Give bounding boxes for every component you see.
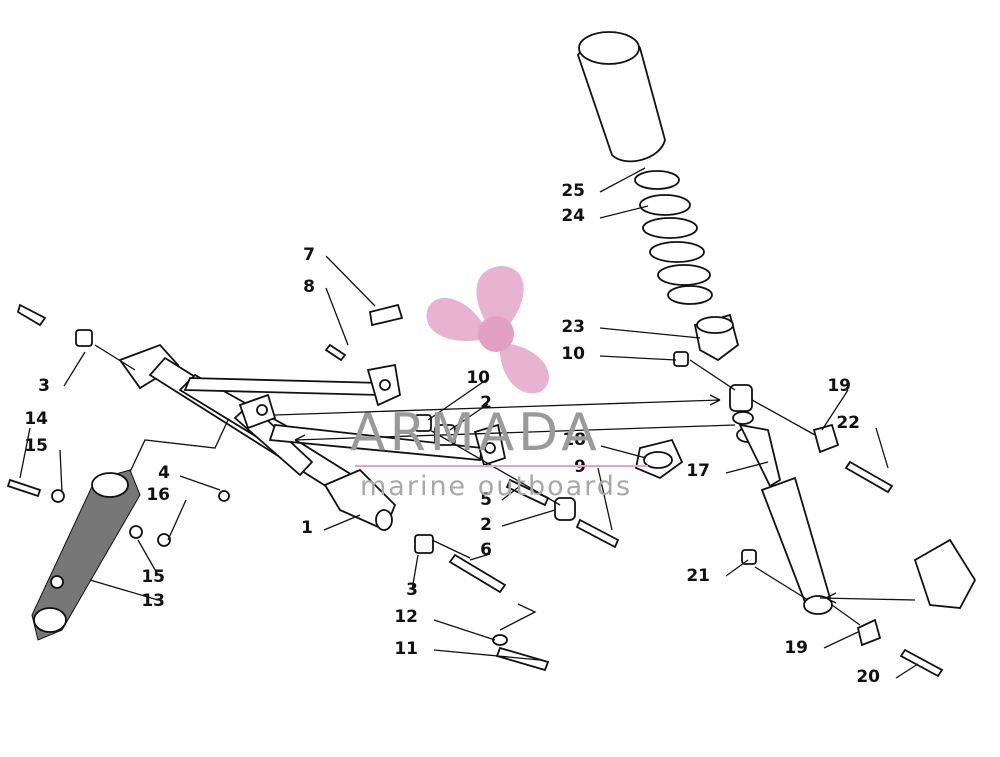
callout-c11: 11 bbox=[394, 639, 418, 659]
callout-c18: 18 bbox=[562, 430, 586, 450]
callout-c15b: 15 bbox=[141, 567, 165, 587]
watermark-subtitle: marine outboards bbox=[360, 471, 632, 502]
callout-c23: 23 bbox=[561, 317, 585, 337]
callout-c4: 4 bbox=[158, 463, 170, 483]
callout-c22: 22 bbox=[836, 413, 860, 433]
leader-line-c6 bbox=[469, 553, 491, 561]
leader-line-c10b bbox=[427, 379, 487, 421]
leader-line-c15a bbox=[59, 449, 63, 493]
leader-line-c20 bbox=[895, 663, 919, 679]
callout-c3a: 3 bbox=[38, 376, 50, 396]
leader-line-c24 bbox=[599, 205, 649, 219]
leader-line-c13 bbox=[89, 579, 159, 601]
frame-arm-assembly bbox=[16, 303, 507, 532]
shock-absorber bbox=[577, 31, 977, 678]
leader-line-c3a bbox=[63, 351, 86, 387]
leader-line-c14 bbox=[19, 427, 31, 479]
callout-c25: 25 bbox=[561, 181, 585, 201]
leader-line-c23 bbox=[599, 327, 701, 339]
callout-c19b: 19 bbox=[784, 638, 808, 658]
leader-line-c9 bbox=[597, 467, 613, 531]
callout-c24: 24 bbox=[561, 206, 585, 226]
hardware-parts bbox=[6, 329, 757, 672]
leader-line-c2b bbox=[501, 509, 556, 527]
callout-c8: 8 bbox=[303, 277, 315, 297]
callout-c12: 12 bbox=[394, 607, 418, 627]
callout-c2a: 2 bbox=[480, 393, 492, 413]
assembly-lines bbox=[94, 344, 916, 631]
leader-line-c15b bbox=[137, 539, 159, 576]
leader-line-c8 bbox=[325, 287, 349, 346]
leader-line-c21 bbox=[725, 559, 749, 577]
leader-line-c17 bbox=[725, 461, 769, 474]
leader-line-c12 bbox=[433, 619, 496, 641]
callout-c19a: 19 bbox=[827, 376, 851, 396]
callout-c14: 14 bbox=[24, 409, 48, 429]
leader-line-c5 bbox=[501, 485, 521, 501]
callout-c10b: 10 bbox=[466, 368, 490, 388]
propeller-icon bbox=[426, 266, 549, 394]
callout-c20: 20 bbox=[856, 667, 880, 687]
leader-line-c11 bbox=[433, 649, 541, 661]
callout-c21: 21 bbox=[686, 566, 710, 586]
callout-c16: 16 bbox=[146, 485, 170, 505]
callout-c10a: 10 bbox=[561, 344, 585, 364]
callout-leaders bbox=[19, 167, 919, 679]
callout-c5: 5 bbox=[480, 490, 492, 510]
callout-c13: 13 bbox=[141, 591, 165, 611]
callout-c3b: 3 bbox=[406, 580, 418, 600]
callout-c2b: 2 bbox=[480, 515, 492, 535]
callout-c17: 17 bbox=[686, 461, 710, 481]
leader-line-c4 bbox=[179, 475, 221, 491]
callout-c15a: 15 bbox=[24, 436, 48, 456]
callout-c7: 7 bbox=[303, 245, 315, 265]
leader-line-c25 bbox=[599, 167, 646, 193]
leader-line-c7 bbox=[325, 255, 376, 307]
torque-arm bbox=[31, 469, 141, 641]
leader-line-c19a bbox=[821, 389, 849, 431]
leader-line-c1 bbox=[323, 514, 361, 531]
leader-line-c10a bbox=[599, 355, 677, 361]
leader-line-c22 bbox=[875, 427, 889, 469]
leader-line-c2a bbox=[449, 403, 489, 431]
watermark-title: ARMADA bbox=[350, 403, 601, 463]
callout-c6: 6 bbox=[480, 540, 492, 560]
leader-line-c18 bbox=[600, 445, 647, 459]
leader-line-c3b bbox=[411, 554, 419, 591]
leader-line-c16 bbox=[167, 499, 187, 541]
leader-line-c19b bbox=[823, 631, 859, 649]
callout-c1: 1 bbox=[301, 518, 313, 538]
